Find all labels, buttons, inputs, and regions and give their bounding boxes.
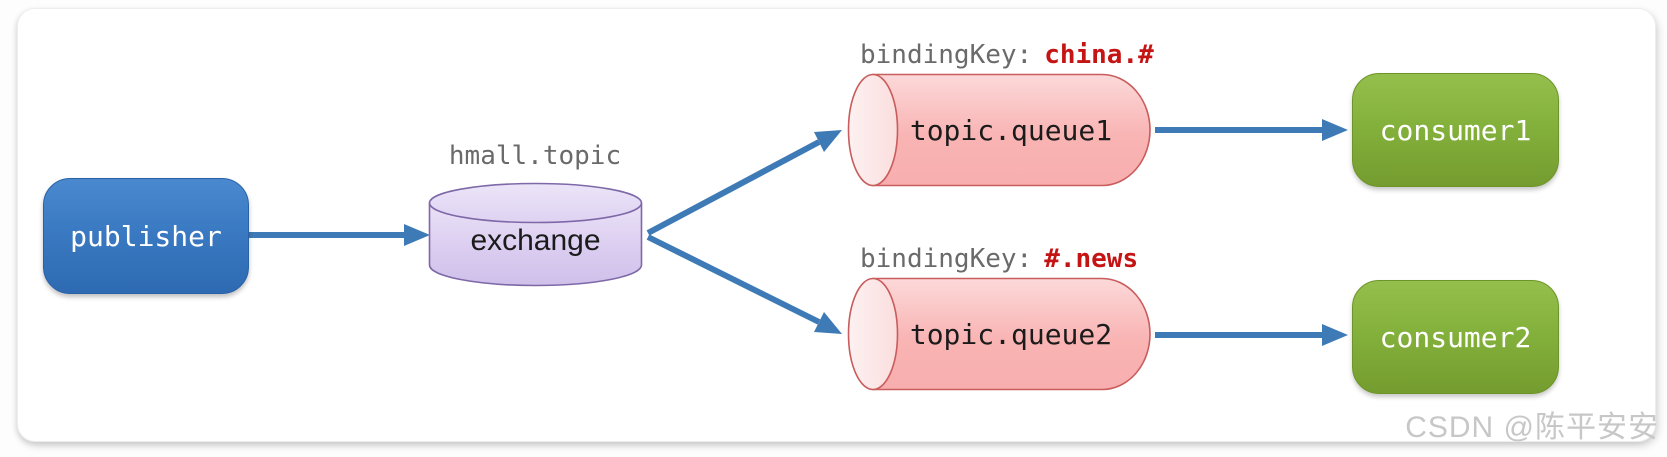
consumer2-node: consumer2 [1352,280,1559,394]
queue1-binding-key: bindingKey: china.# [860,40,1154,70]
queue2-cylinder [847,277,1151,391]
binding-prefix: bindingKey: [860,244,1033,274]
publisher-label: publisher [70,219,222,253]
watermark-text: CSDN @陈平安安 [1405,411,1659,444]
queue2-binding-key: bindingKey: #.news [860,244,1138,274]
queue2-node: topic.queue2 [847,277,1152,391]
queue1-label: topic.queue1 [909,113,1113,147]
binding-key-value: china.# [1044,40,1154,70]
binding-key-value: #.news [1044,244,1139,274]
queue2-label: topic.queue2 [909,317,1113,351]
publisher-node: publisher [43,178,249,294]
exchange-node: exchange [428,182,643,287]
binding-prefix: bindingKey: [860,40,1033,70]
consumer1-node: consumer1 [1352,73,1559,187]
consumer2-label: consumer2 [1379,320,1532,354]
consumer1-label: consumer1 [1379,113,1532,147]
exchange-cylinder [428,182,643,287]
exchange-name-label: hmall.topic [448,141,622,171]
queue1-cylinder [847,73,1151,187]
exchange-label: exchange [470,224,601,257]
queue1-node: topic.queue1 [847,73,1152,187]
